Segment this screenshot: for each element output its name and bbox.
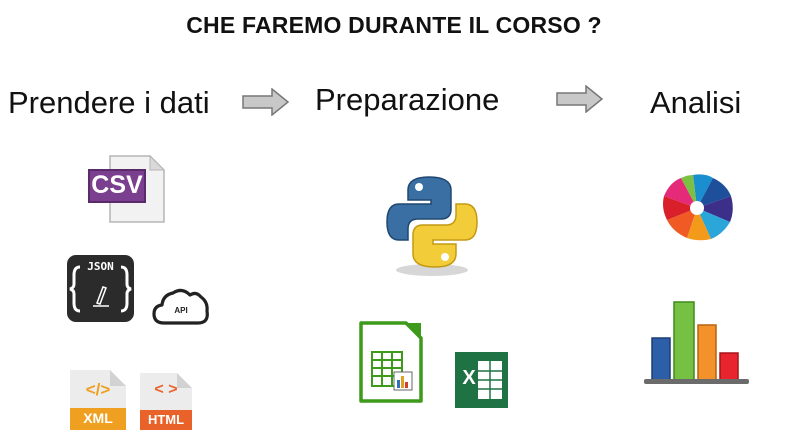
csv-file-icon: CSV (88, 154, 166, 224)
csv-label: CSV (91, 171, 143, 199)
xml-file-icon: </> XML (70, 370, 126, 430)
html-label: HTML (147, 412, 185, 427)
xml-symbol: </> (85, 380, 111, 399)
excel-letter: X (462, 367, 476, 389)
api-cloud-icon: API (152, 283, 210, 329)
xml-label: XML (83, 410, 113, 426)
arrow-right-icon (556, 85, 604, 113)
bar-chart-icon (644, 301, 749, 384)
html-file-icon: < > HTML (140, 373, 192, 430)
color-wheel-icon (663, 174, 733, 241)
json-label: JSON (87, 260, 114, 273)
stage-label-analyze: Analisi (650, 85, 742, 120)
stage-label-collect: Prendere i dati (8, 85, 210, 120)
excel-icon: X (455, 352, 508, 408)
page-title: CHE FAREMO DURANTE IL CORSO ? (186, 12, 602, 38)
json-icon: JSON (67, 255, 134, 322)
api-label: API (174, 306, 188, 315)
python-logo-icon (386, 176, 478, 276)
stage-label-prepare: Preparazione (315, 82, 500, 117)
arrow-right-icon (242, 88, 290, 116)
spreadsheet-calc-icon (358, 320, 424, 404)
html-symbol: < > (154, 381, 178, 398)
